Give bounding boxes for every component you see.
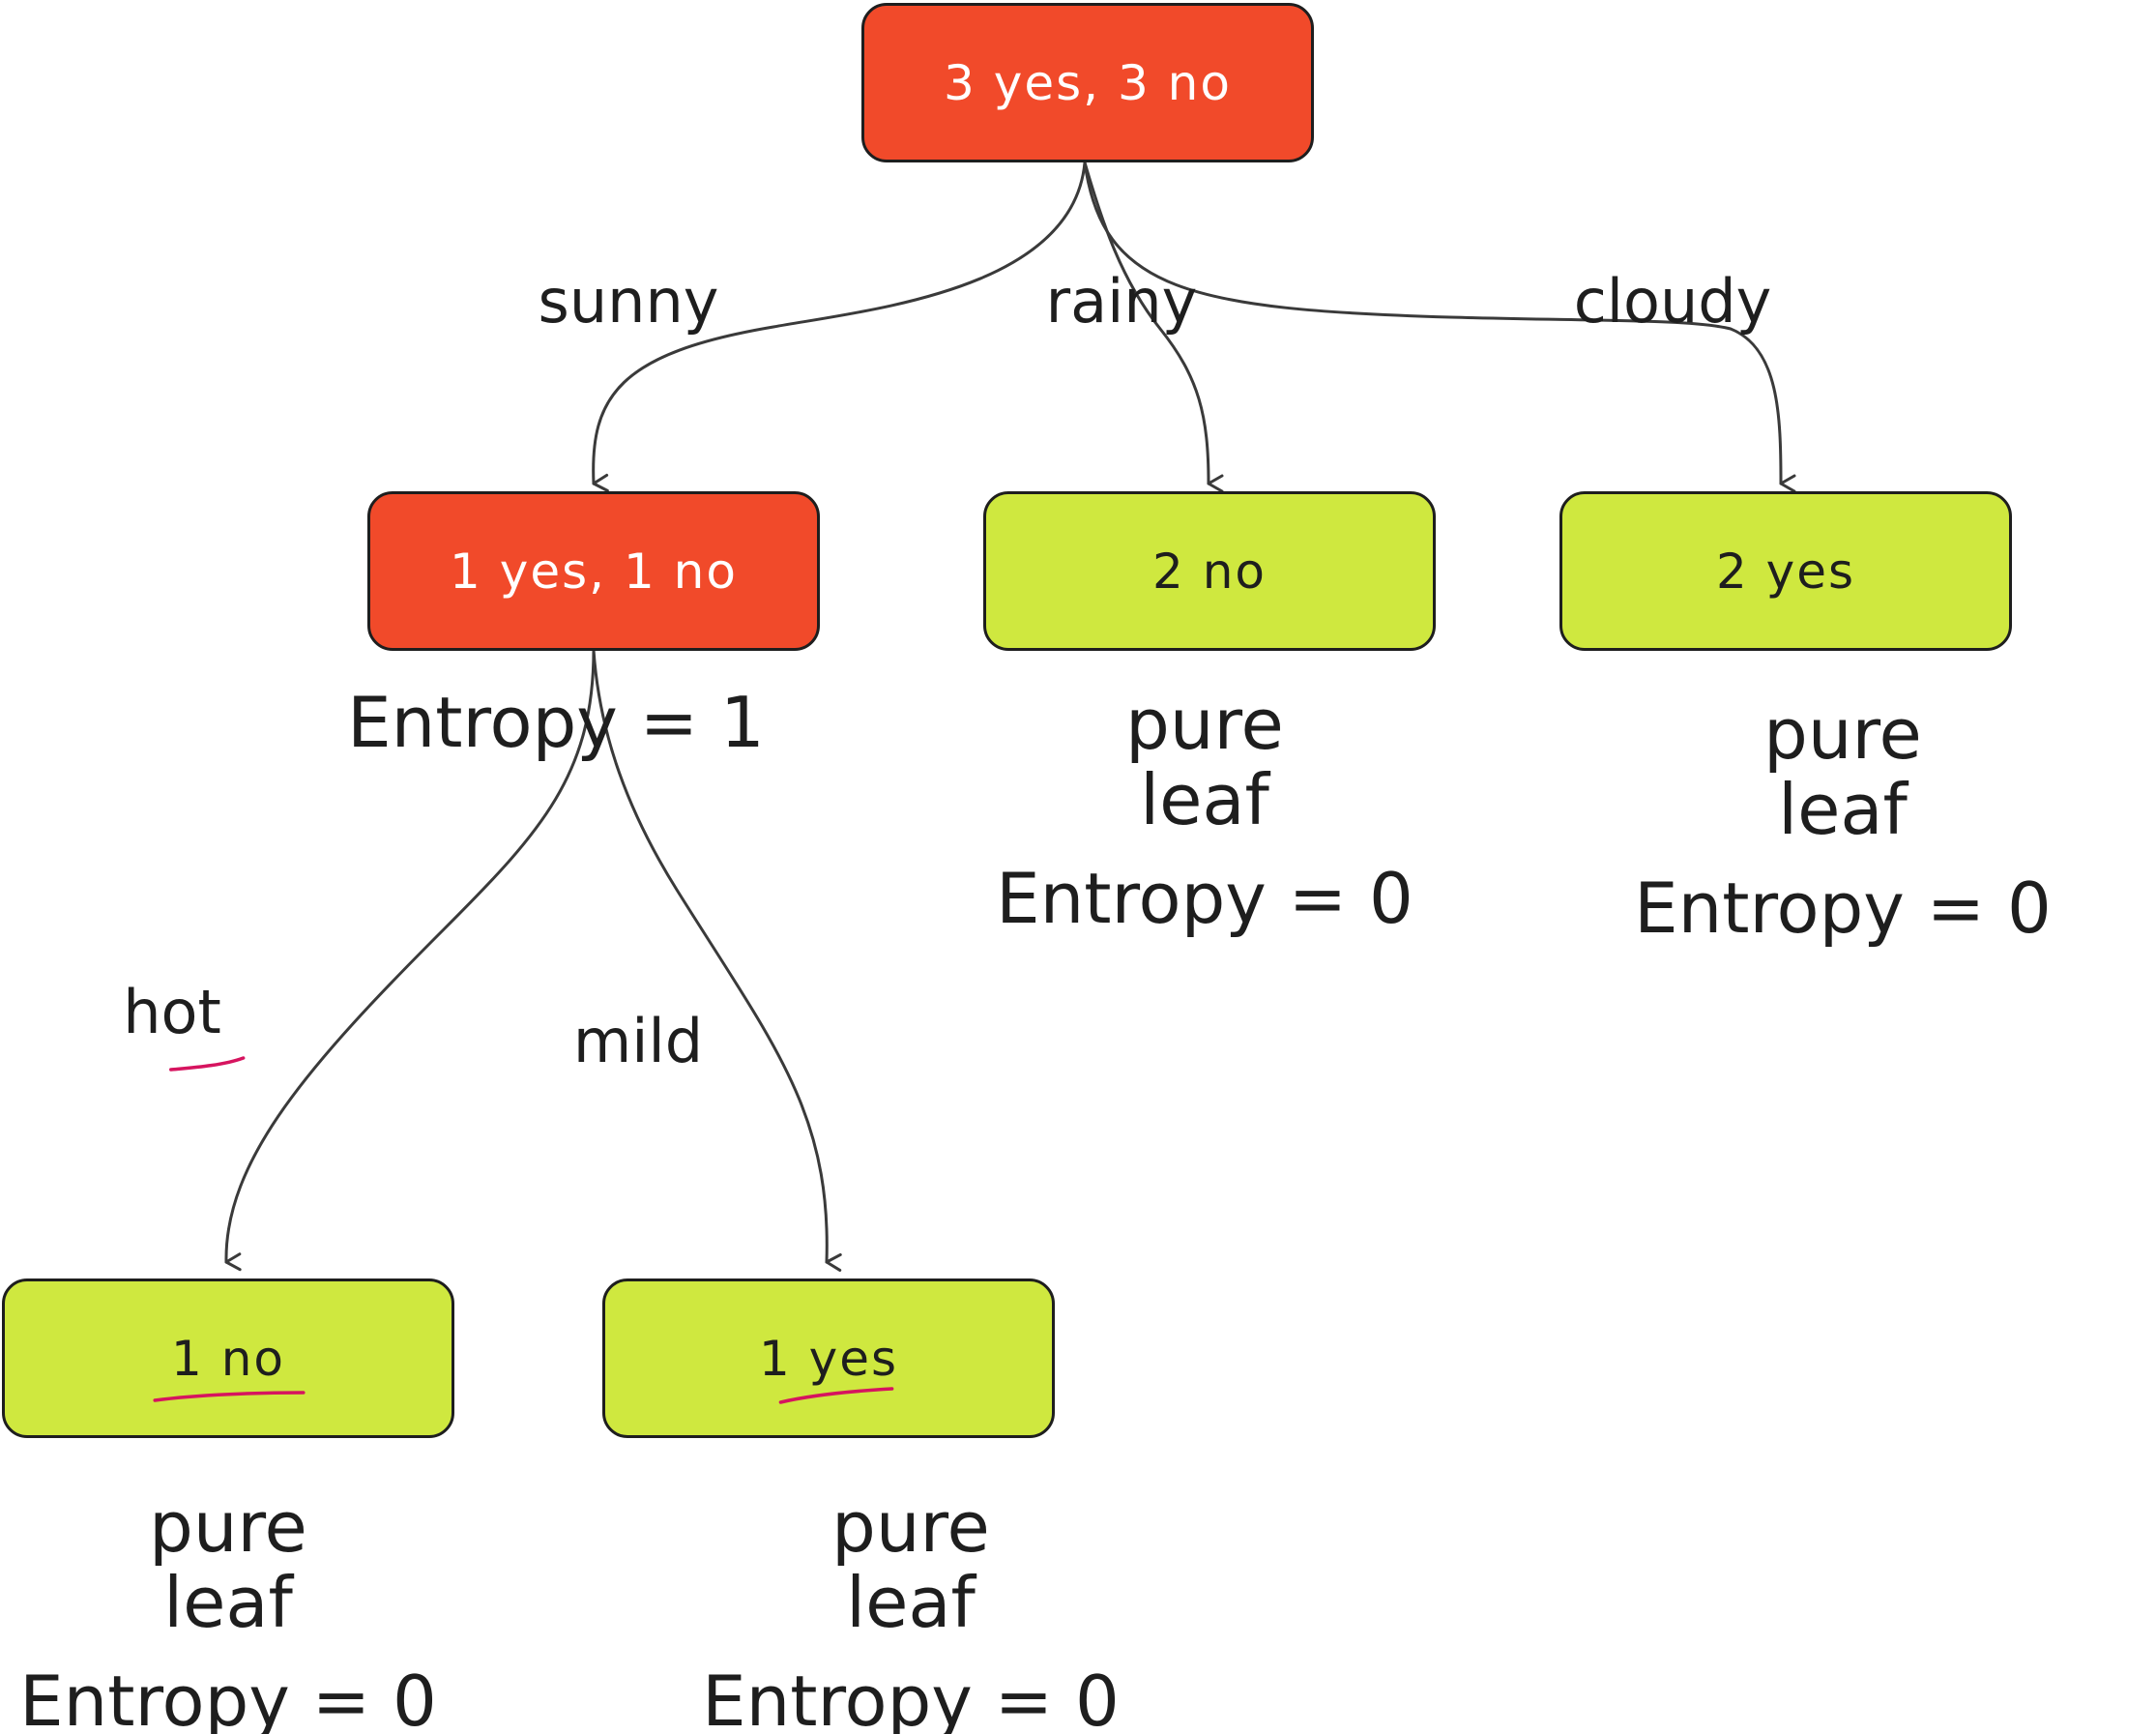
rainy-leaf-text: leaf [1140,759,1269,840]
cloudy-entropy-text: Entropy = 0 [1634,867,2052,949]
edge-root-rainy [1083,161,1224,493]
edge-label-cloudy: cloudy [1573,266,1772,337]
edge-label-hot: hot [123,977,221,1047]
rainy-entropy-text: Entropy = 0 [996,858,1413,939]
hot-pure-text: pure [149,1486,307,1568]
mild-pure-text: pure [831,1486,990,1568]
sunny-entropy-note: Entropy = 1 [347,682,765,763]
node-sunny: 1 yes, 1 no [367,491,820,651]
node-cloudy: 2 yes [1559,491,2012,651]
hot-entropy-text: Entropy = 0 [19,1661,437,1734]
edge-label-hot-text: hot [123,977,221,1047]
rainy-leaf-note: pure leaf Entropy = 0 [996,687,1413,936]
highlight-underline [778,1387,894,1404]
node-rainy: 2 no [983,491,1436,651]
node-mild-label: 1 yes [759,1331,898,1387]
cloudy-leaf-text: leaf [1778,769,1908,850]
node-rainy-label: 2 no [1152,543,1267,600]
mild-entropy-text: Entropy = 0 [702,1661,1120,1734]
cloudy-pure-text: pure [1763,693,1922,775]
node-sunny-label: 1 yes, 1 no [450,543,738,600]
edge-sunny-mild [592,648,842,1272]
edge-label-rainy: rainy [1045,266,1198,337]
node-mild: 1 yes [602,1278,1055,1438]
edge-root-cloudy [1083,161,1796,493]
rainy-pure-text: pure [1125,684,1284,765]
hot-leaf-note: pure leaf Entropy = 0 [19,1489,437,1734]
node-root-label: 3 yes, 3 no [944,54,1232,111]
mild-leaf-text: leaf [846,1562,976,1643]
node-root: 3 yes, 3 no [861,3,1314,162]
cloudy-leaf-note: pure leaf Entropy = 0 [1634,696,2052,946]
edge-label-mild: mild [572,1006,704,1076]
mild-leaf-note: pure leaf Entropy = 0 [702,1489,1120,1734]
node-hot-label: 1 no [171,1331,285,1387]
node-hot: 1 no [2,1278,454,1438]
edge-label-sunny: sunny [538,266,719,337]
highlight-underline [152,1387,306,1404]
edge-sunny-hot [224,648,596,1272]
hot-leaf-text: leaf [163,1562,293,1643]
highlight-underline [169,1056,245,1073]
edge-root-sunny [592,161,1087,492]
node-cloudy-label: 2 yes [1715,543,1856,600]
